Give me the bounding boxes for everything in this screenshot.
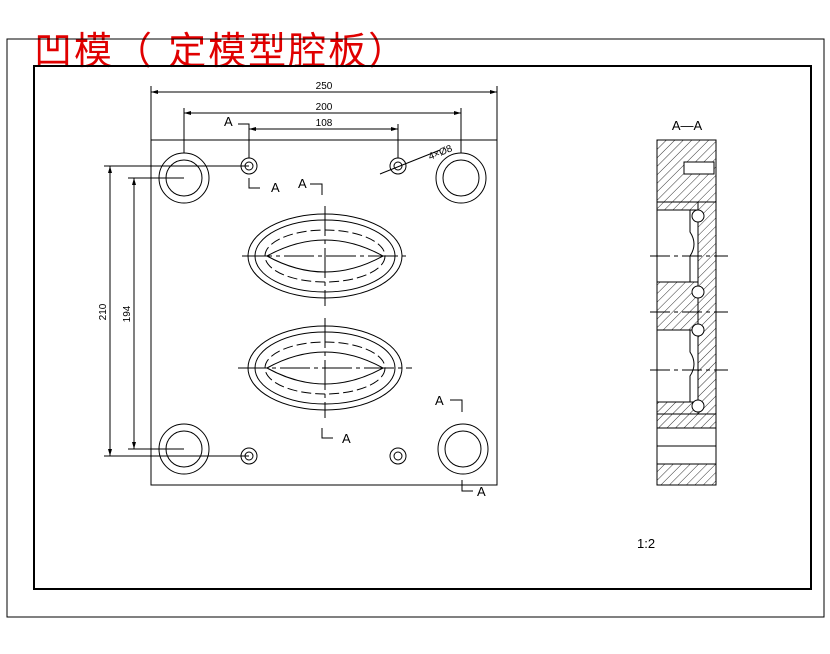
- section-mark-a4: A: [342, 431, 351, 446]
- section-mark-a1: A: [224, 114, 233, 129]
- guide-bushing-top-right: [435, 152, 487, 204]
- dim-guide-vertical: 194: [122, 305, 133, 322]
- dim-pin-spacing: 108: [316, 118, 333, 129]
- section-view-title: A—A: [672, 118, 703, 133]
- section-view: [650, 139, 728, 486]
- outer-border: [6, 38, 825, 618]
- dimension-arrows: [108, 90, 497, 456]
- front-view: [104, 86, 498, 492]
- cavity-upper: [242, 206, 408, 306]
- guide-bushing-bottom-right: [437, 423, 489, 475]
- plate-outline: [150, 139, 498, 486]
- dim-guide-spacing: 200: [316, 102, 333, 113]
- hole-callout: 4×Ø8: [427, 143, 454, 163]
- pin-hole-top-right: [389, 157, 407, 175]
- section-mark-a3: A: [298, 176, 307, 191]
- inner-frame: [33, 65, 812, 590]
- drawing-title: 凹模（ 定模型腔板）: [34, 29, 409, 73]
- pin-hole-bottom-right: [389, 447, 407, 465]
- section-mark-a2: A: [271, 180, 280, 195]
- section-mark-a6: A: [477, 484, 486, 499]
- cavity-lower: [238, 318, 412, 418]
- dim-overall-width: 250: [316, 81, 333, 92]
- dim-overall-height: 210: [98, 303, 109, 320]
- section-mark-a5: A: [435, 393, 444, 408]
- scale-note: 1:2: [637, 536, 655, 551]
